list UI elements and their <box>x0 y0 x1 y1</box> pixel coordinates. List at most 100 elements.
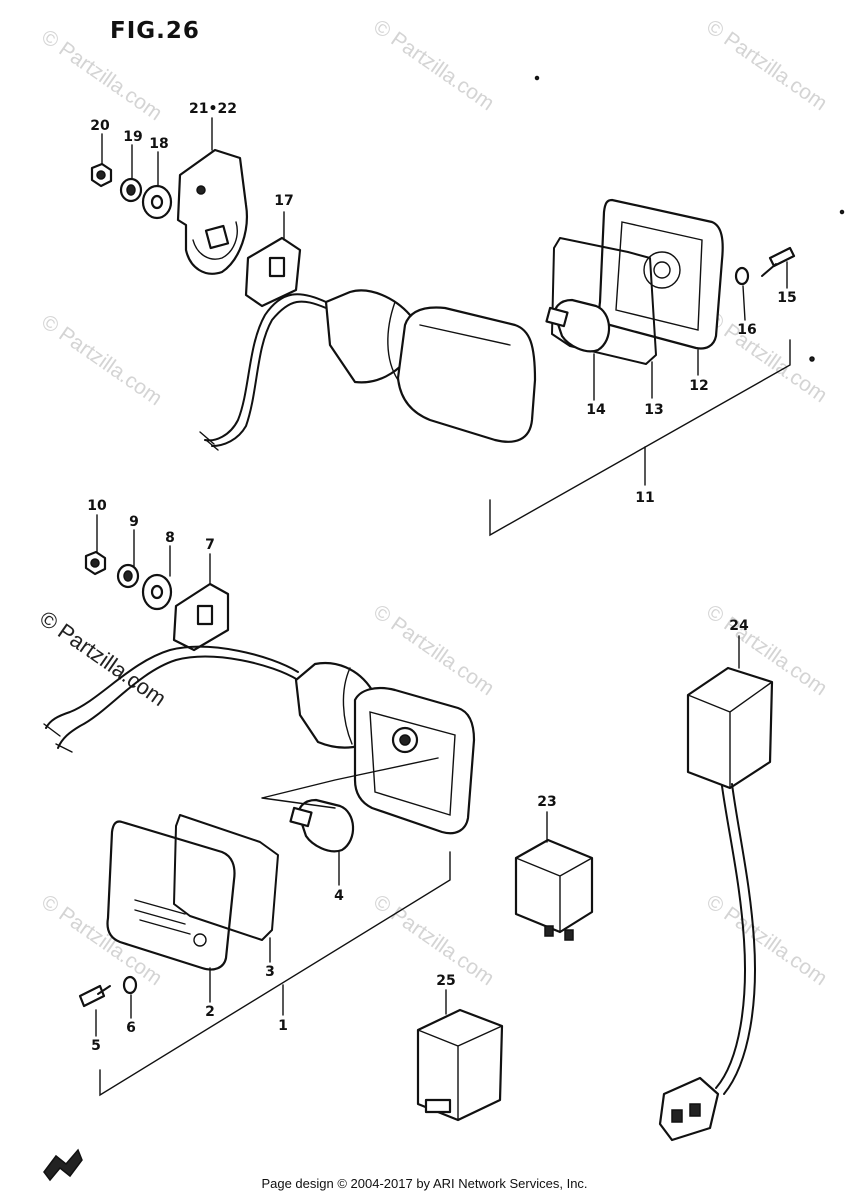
lock-washer-19-hole <box>126 184 136 196</box>
lens-2-dots-row1 <box>134 899 191 935</box>
callout-6[interactable]: 6 <box>126 1020 136 1036</box>
relay-25 <box>416 989 504 1122</box>
relay-23-terminal <box>564 929 574 941</box>
callout-5[interactable]: 5 <box>91 1038 101 1054</box>
callout-15[interactable]: 15 <box>777 290 796 306</box>
lens-12-center <box>643 251 681 289</box>
callout-21-22[interactable]: 21•22 <box>189 101 237 117</box>
unit-24-connector-pin <box>671 1109 683 1123</box>
unit-24-harness-2 <box>723 783 756 1095</box>
screw-15 <box>768 246 796 268</box>
speck <box>534 75 540 81</box>
upper-wire <box>204 293 327 442</box>
callout-18[interactable]: 18 <box>149 136 168 152</box>
relay-23 <box>514 811 594 941</box>
callout-labels: 20 19 18 21•22 17 14 13 12 16 15 11 10 9… <box>87 101 796 1054</box>
screw-15-shank <box>761 263 777 277</box>
bulb-4-base <box>289 806 313 828</box>
callout-11[interactable]: 11 <box>635 490 654 506</box>
callout-20[interactable]: 20 <box>90 118 110 134</box>
bracket-21-22 <box>176 148 248 275</box>
bracket-21-22-edge <box>192 221 238 260</box>
callout-9[interactable]: 9 <box>129 514 139 530</box>
speck <box>839 209 845 215</box>
manufacturer-logo <box>43 1148 83 1182</box>
grommet-17-hole <box>268 256 286 278</box>
upper-turn-signal-assembly <box>90 75 845 537</box>
relay-25-edge <box>417 1025 503 1121</box>
watermark: © Partzilla.com <box>369 600 498 700</box>
washer-8-hole <box>150 584 164 600</box>
callout-4[interactable]: 4 <box>334 888 344 904</box>
unit-24-connector-pin <box>689 1103 701 1117</box>
screw-5 <box>78 984 106 1008</box>
bracket-line-1 <box>99 851 451 1097</box>
washer-6 <box>122 975 138 995</box>
lock-washer-9-hole <box>123 570 133 582</box>
page-footer: Page design © 2004-2017 by ARI Network S… <box>261 1176 588 1191</box>
watermark: © Partzilla.com <box>369 890 498 990</box>
callout-16[interactable]: 16 <box>737 322 756 338</box>
bulb-4-pointer <box>261 757 439 809</box>
gasket-13 <box>551 237 657 365</box>
screw-5-shank <box>97 985 111 995</box>
relay-25-base <box>424 1098 452 1114</box>
callout-14[interactable]: 14 <box>586 402 606 418</box>
callout-12[interactable]: 12 <box>689 378 708 394</box>
callout-25[interactable]: 25 <box>436 973 455 989</box>
relay-23-edge <box>515 857 593 933</box>
grommet-7-hole <box>196 604 214 626</box>
lower-wire-2 <box>57 655 299 749</box>
callout-8[interactable]: 8 <box>165 530 175 546</box>
upper-wire-2 <box>211 300 327 447</box>
callout-24[interactable]: 24 <box>729 618 749 634</box>
callout-13[interactable]: 13 <box>644 402 663 418</box>
upper-wire-connector <box>199 431 219 451</box>
bulb-14-base <box>545 306 569 328</box>
figure-title: FIG.26 <box>110 18 200 44</box>
lower-stem-ring <box>342 667 353 745</box>
watermark: © Partzilla.com <box>702 890 831 990</box>
lower-wire <box>45 645 299 729</box>
unit-24 <box>658 635 774 1142</box>
relay-23-body <box>514 838 594 934</box>
unit-24-connector <box>658 1076 720 1142</box>
bracket-21-22-hole <box>196 185 206 195</box>
upper-housing-highlight <box>419 324 511 346</box>
lower-housing-socket-inner <box>399 734 411 746</box>
lens-12-inner <box>615 221 703 331</box>
callout-23[interactable]: 23 <box>537 794 556 810</box>
nut-20-hole <box>96 170 106 180</box>
lens-2-mark <box>193 933 207 947</box>
washer-16 <box>734 266 750 286</box>
callout-3[interactable]: 3 <box>265 964 275 980</box>
bracket-21-22-window <box>204 224 230 250</box>
lower-housing-inner <box>369 711 456 816</box>
lower-signal-housing <box>353 686 476 835</box>
callout-7[interactable]: 7 <box>205 537 215 553</box>
bracket-line-11 <box>489 339 791 537</box>
callout-17[interactable]: 17 <box>274 193 293 209</box>
callout-2[interactable]: 2 <box>205 1004 215 1020</box>
relay-23-terminal <box>544 925 554 937</box>
callout-1[interactable]: 1 <box>278 1018 288 1034</box>
unit-24-edge <box>687 681 773 789</box>
callout-19[interactable]: 19 <box>123 129 142 145</box>
lens-12-center-inner <box>653 261 671 279</box>
unit-24-harness <box>715 785 746 1089</box>
washer-18-hole <box>150 194 164 210</box>
watermark: © Partzilla.com <box>37 310 166 410</box>
logo-mark <box>43 1148 83 1182</box>
watermark: © Partzilla.com <box>369 15 498 115</box>
lower-wire-connector <box>43 723 73 753</box>
upper-signal-housing <box>396 306 537 443</box>
nut-10-hole <box>90 558 100 568</box>
speck <box>809 356 815 362</box>
upper-stem-ring <box>387 301 399 381</box>
relay-25-body <box>416 1008 504 1122</box>
callout-10[interactable]: 10 <box>87 498 107 514</box>
leader-16 <box>742 285 746 321</box>
watermark: © Partzilla.com <box>702 15 831 115</box>
gasket-3 <box>173 814 279 941</box>
